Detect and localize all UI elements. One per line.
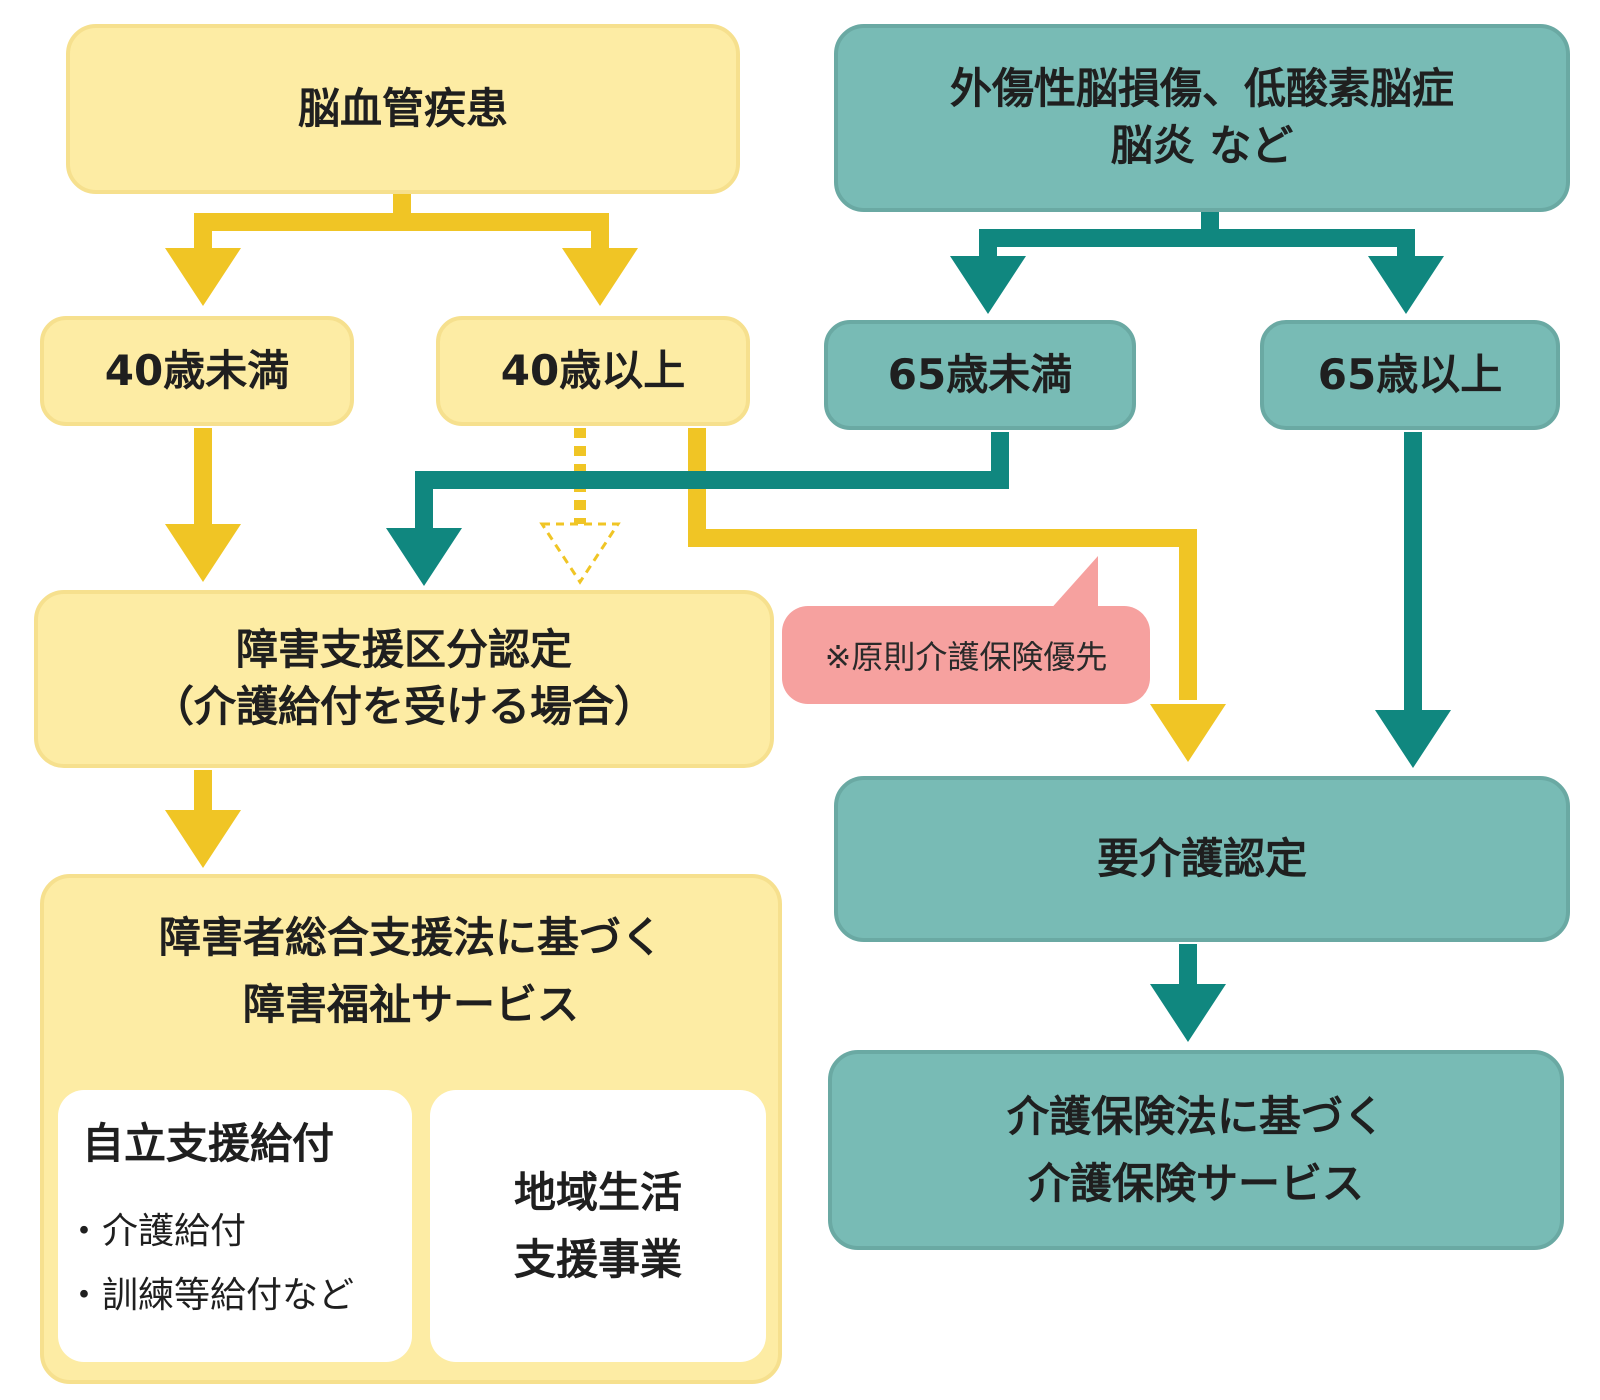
teal-split-connector <box>979 212 1415 270</box>
over-65-box: 65歳以上 <box>1260 320 1560 430</box>
disability-welfare-service-title: 障害者総合支援法に基づく 障害福祉サービス <box>159 904 663 1038</box>
arrowhead-to-care-certification-from-over-40 <box>1150 704 1226 762</box>
under-40-box: 40歳未満 <box>40 316 354 426</box>
arrowhead-to-welfare-service <box>165 810 241 868</box>
long-term-care-service-line2: 介護保険サービス <box>1027 1159 1364 1208</box>
dashed-arrowhead-to-certification <box>539 522 621 585</box>
arrowhead-to-over-40 <box>562 248 638 306</box>
self-support-item-care-benefit: ・介護給付 <box>66 1211 247 1252</box>
arrowhead-to-care-certification-from-over-65 <box>1375 710 1451 768</box>
disability-certification-title: 障害支援区分認定 <box>235 625 572 675</box>
under-65-box: 65歳未満 <box>824 320 1136 430</box>
arrowhead-to-over-65 <box>1368 256 1444 314</box>
disability-welfare-service-line1: 障害者総合支援法に基づく <box>158 913 663 962</box>
community-life-support-panel: 地域生活 支援事業 <box>430 1090 766 1362</box>
self-support-benefit-panel: 自立支援給付 ・介護給付 ・訓練等給付など <box>58 1090 412 1362</box>
brain-injury-line2: 脳炎 など <box>1110 121 1294 170</box>
arrowhead-to-under-65 <box>950 256 1026 314</box>
long-term-care-service-box: 介護保険法に基づく 介護保険サービス <box>828 1050 1564 1250</box>
long-term-care-service-line1: 介護保険法に基づく <box>1006 1091 1385 1141</box>
cerebrovascular-disease-box: 脳血管疾患 <box>66 24 740 194</box>
arrowhead-to-certification-from-under-40 <box>165 524 241 582</box>
brain-injury-box: 外傷性脳損傷、低酸素脳症 脳炎 など <box>834 24 1570 212</box>
disability-welfare-service-line2: 障害福祉サービス <box>242 980 579 1030</box>
disability-certification-subtitle: （介護給付を受ける場合） <box>151 682 656 731</box>
yellow-split-connector <box>194 194 609 266</box>
care-need-certification-label: 要介護認定 <box>1096 833 1307 883</box>
under-65-to-certification-line <box>415 432 1009 530</box>
under-65-label: 65歳未満 <box>887 349 1073 399</box>
community-life-support-line1: 地域生活 <box>513 1167 682 1217</box>
care-need-certification-box: 要介護認定 <box>834 776 1570 942</box>
self-support-item-training-benefit: ・訓練等給付など <box>66 1275 355 1316</box>
over-40-box: 40歳以上 <box>436 316 750 426</box>
cerebrovascular-disease-label: 脳血管疾患 <box>297 83 508 133</box>
under-40-label: 40歳未満 <box>104 345 290 395</box>
disability-support-certification-box: 障害支援区分認定 （介護給付を受ける場合） <box>34 590 774 768</box>
over-65-label: 65歳以上 <box>1317 349 1503 399</box>
self-support-benefit-title: 自立支援給付 <box>82 1119 335 1168</box>
care-insurance-priority-text: ※原則介護保険優先 <box>824 638 1108 676</box>
over-40-label: 40歳以上 <box>500 345 686 395</box>
arrowhead-to-under-40 <box>165 248 241 306</box>
care-insurance-priority-note: ※原則介護保険優先 <box>782 606 1150 704</box>
community-life-support-line2: 支援事業 <box>513 1235 682 1284</box>
arrowhead-to-certification-from-under-65 <box>386 528 462 586</box>
brain-injury-line1: 外傷性脳損傷、低酸素脳症 <box>949 64 1454 114</box>
arrowhead-to-long-term-care-service <box>1150 984 1226 1042</box>
